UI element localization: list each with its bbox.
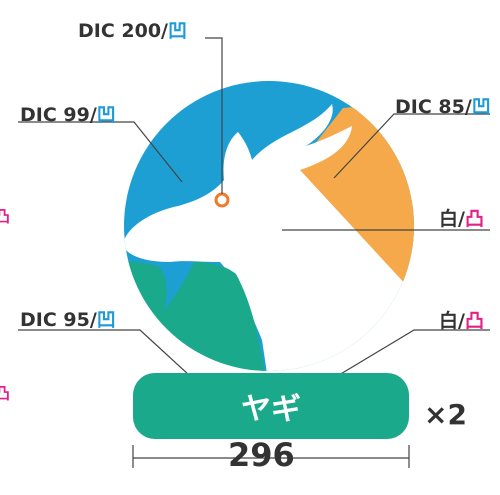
label-top: DIC 200/凹 xyxy=(78,20,188,42)
concave-mark-icon: 凹 xyxy=(168,20,188,42)
leader-upper-right xyxy=(333,113,490,179)
goat-silhouette xyxy=(124,104,414,371)
leader-upper-left xyxy=(18,121,183,183)
dimension-line xyxy=(132,445,410,468)
label-lower-left: DIC 95/凹 xyxy=(20,309,116,331)
concave-mark-icon: 凹 xyxy=(96,104,116,126)
convex-mark-icon: 凸 xyxy=(464,310,484,332)
label-upper-left: DIC 99/凹 xyxy=(20,104,116,126)
label-upper-right: DIC 85/凹 xyxy=(395,96,491,118)
badge-circle xyxy=(124,81,414,371)
label-right-mid: 白/凸 xyxy=(439,208,484,230)
label-lower-right: 白/凸 xyxy=(439,310,484,332)
name-plate: ヤギ xyxy=(133,373,409,439)
name-plate-text: ヤギ xyxy=(241,392,301,427)
goat-eye xyxy=(214,192,230,208)
quantity-label: ×2 xyxy=(424,398,467,431)
edge-convex-mark-2: 凸 xyxy=(0,384,11,403)
concave-mark-icon: 凹 xyxy=(96,309,116,331)
convex-mark-icon: 凸 xyxy=(464,208,484,230)
leader-top xyxy=(205,37,223,194)
edge-convex-mark-1: 凸 xyxy=(0,207,11,226)
concave-mark-icon: 凹 xyxy=(471,96,491,118)
dimension-value: 296 xyxy=(228,436,295,474)
leader-lines xyxy=(18,37,490,409)
